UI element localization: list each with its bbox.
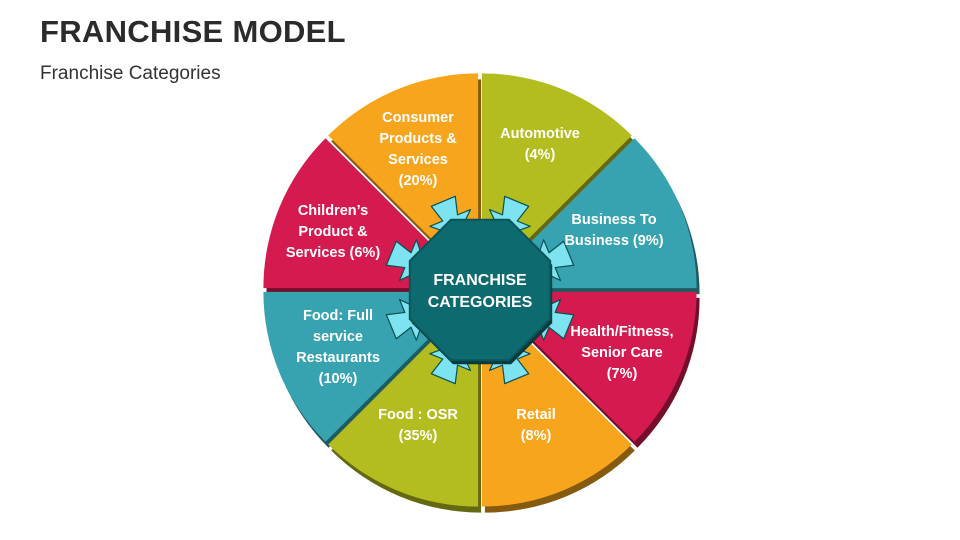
segment-label-food-osr: Food : OSR (35%) <box>378 407 458 444</box>
segment-label-childrens-products: Children’s Product & Services (6%) <box>285 203 381 261</box>
segment-label-health-fitness: Health/Fitness, Senior Care (7%) <box>570 324 674 382</box>
page-title: FRANCHISE MODEL <box>40 14 346 49</box>
segment-label-retail: Retail (8%) <box>516 407 556 444</box>
segment-label-food-full-service: Food: Full service Restaurants (10%) <box>296 308 380 387</box>
page-subtitle: Franchise Categories <box>40 63 221 84</box>
center-label: FRANCHISE CATEGORIES <box>427 272 533 311</box>
center-octagon <box>408 218 552 362</box>
segment-label-consumer-products: Consumer Products & Services (20%) <box>379 110 457 189</box>
segment-label-automotive: Automotive (4%) <box>500 126 580 163</box>
segment-label-business-to-business: Business To Business (9%) <box>564 212 664 249</box>
